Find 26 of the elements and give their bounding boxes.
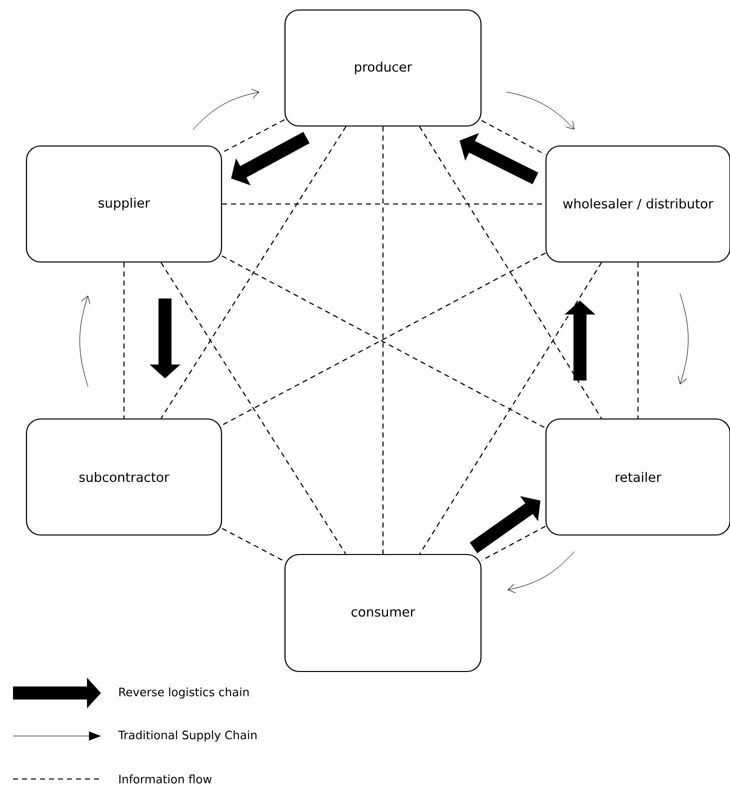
curved-arrow — [678, 293, 688, 384]
process-box: subcontractor — [26, 418, 222, 536]
dashed-line — [222, 528, 285, 562]
dashed-line — [160, 262, 346, 554]
process-box: consumer — [284, 554, 482, 672]
dashed-line — [222, 119, 285, 154]
legend-text: Reverse logistics chain — [119, 687, 249, 699]
legend-text: Information flow — [119, 774, 212, 784]
curved-arrow — [508, 551, 575, 594]
dashed-line — [419, 262, 602, 554]
legend-text: Traditional Supply Chain — [118, 730, 256, 742]
process-box: retailer — [545, 418, 730, 536]
curved-arrow — [80, 296, 90, 387]
curved-arrow — [192, 88, 260, 130]
dashed-line — [382, 126, 384, 554]
process-box: wholesaler / distributor — [545, 145, 730, 263]
dashed-line — [123, 262, 125, 418]
dashed-line — [481, 526, 546, 561]
dashed-line — [160, 126, 346, 419]
process-box: supplier — [26, 145, 222, 263]
process-box: producer — [284, 9, 482, 127]
dashed-line — [481, 120, 546, 156]
thick-arrow — [470, 496, 540, 554]
dashed-line — [637, 262, 639, 418]
curved-arrow — [506, 92, 574, 130]
dashed-line — [419, 126, 602, 419]
